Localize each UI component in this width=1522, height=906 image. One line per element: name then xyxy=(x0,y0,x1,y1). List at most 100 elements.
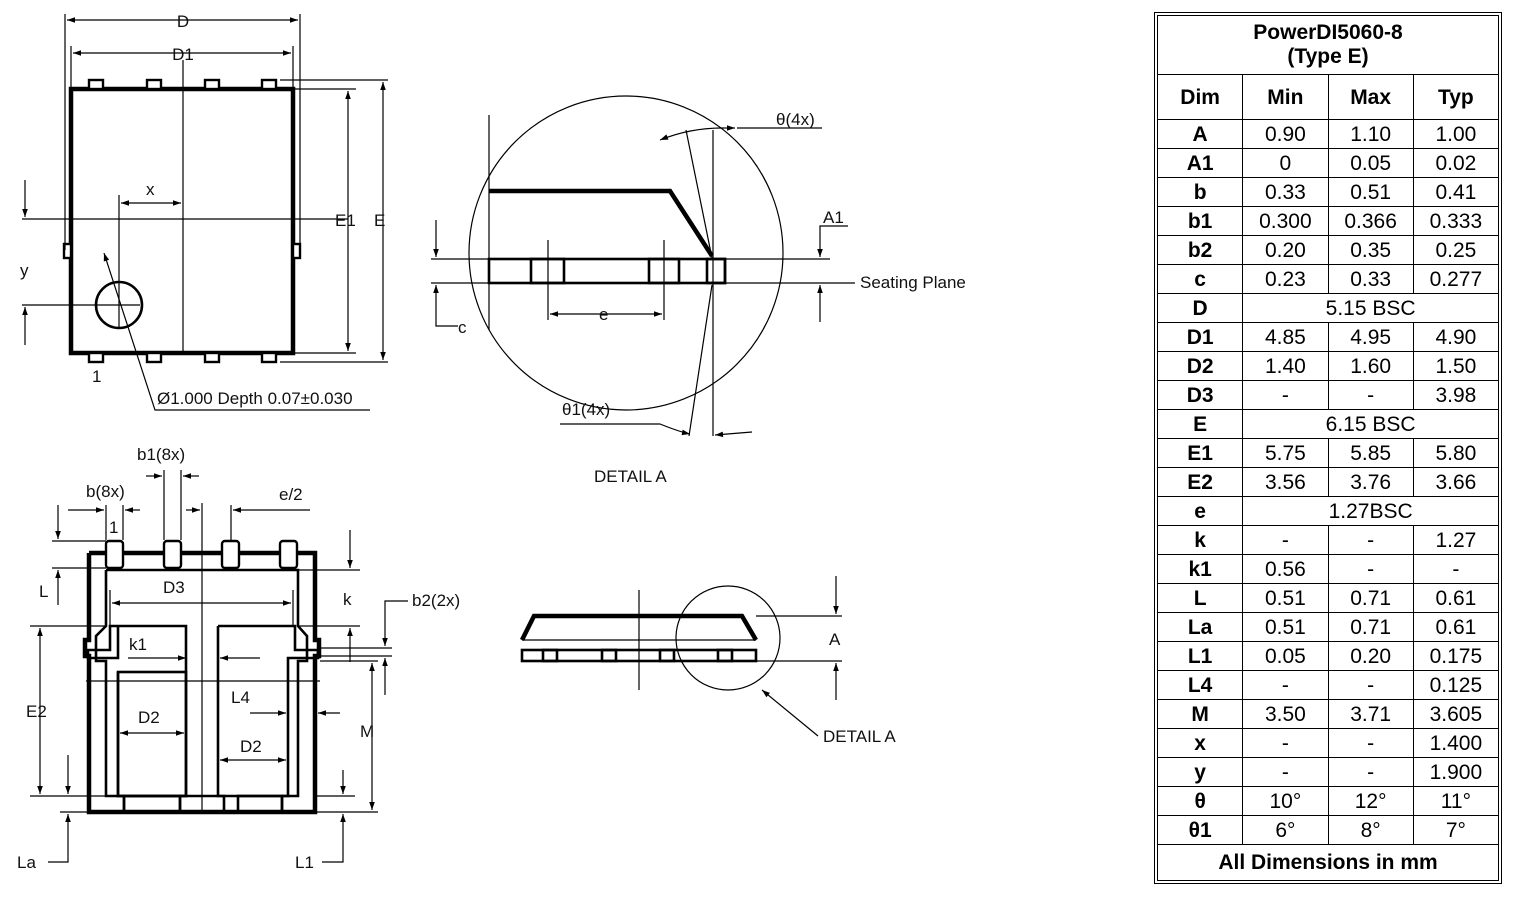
cell-max: 1.60 xyxy=(1327,351,1414,381)
cell-max: - xyxy=(1327,670,1414,700)
label-seating-plane: Seating Plane xyxy=(860,273,966,292)
cell-typ: 0.02 xyxy=(1412,148,1500,178)
label-e-half: e/2 xyxy=(279,485,303,504)
cell-min: 1.40 xyxy=(1242,351,1329,381)
table-footer-row: All Dimensions in mm xyxy=(1157,844,1499,881)
cell-min: 0.05 xyxy=(1242,641,1329,671)
label-D1: D1 xyxy=(172,45,194,64)
package-drawing: D D1 E1 E x y 1 Ø1.000 Depth 0.07±0.030 xyxy=(17,12,966,872)
side-view: A DETAIL A xyxy=(519,576,896,746)
cell-dim: k1 xyxy=(1156,554,1244,584)
cell-max: 12° xyxy=(1327,786,1414,816)
dimension-table: PowerDI5060-8 (Type E) Dim Min Max Typ A… xyxy=(1154,12,1502,884)
cell-bsc: 1.27BSC xyxy=(1242,496,1499,526)
cell-typ: 5.80 xyxy=(1412,438,1500,468)
cell-dim: D2 xyxy=(1156,351,1244,381)
label-k1: k1 xyxy=(129,635,147,654)
cell-min: 0.51 xyxy=(1242,612,1329,642)
label-L1: L1 xyxy=(295,853,314,872)
label-theta1: θ1(4x) xyxy=(562,400,610,419)
cell-min: 4.85 xyxy=(1242,322,1329,352)
cell-typ: 1.00 xyxy=(1412,119,1500,149)
cell-typ: 0.333 xyxy=(1412,206,1500,236)
cell-typ: 0.61 xyxy=(1412,612,1500,642)
cell-dim: k xyxy=(1156,525,1244,555)
cell-max: 0.33 xyxy=(1327,264,1414,294)
cell-dim: L xyxy=(1156,583,1244,613)
cell-dim: D3 xyxy=(1156,380,1244,410)
cell-min: - xyxy=(1242,757,1329,787)
cell-min: 10° xyxy=(1242,786,1329,816)
cell-max: - xyxy=(1327,554,1414,584)
cell-dim: b1 xyxy=(1156,206,1244,236)
header-min: Min xyxy=(1242,74,1329,120)
cell-dim: E1 xyxy=(1156,438,1244,468)
cell-max: 0.20 xyxy=(1327,641,1414,671)
cell-typ: 0.61 xyxy=(1412,583,1500,613)
label-E2: E2 xyxy=(26,702,47,721)
cell-max: - xyxy=(1327,728,1414,758)
side-detail-label: DETAIL A xyxy=(823,727,896,746)
table-title-line2: (Type E) xyxy=(1287,45,1369,68)
label-pin1: 1 xyxy=(92,367,101,386)
cell-max: 4.95 xyxy=(1327,322,1414,352)
cell-min: 0.51 xyxy=(1242,583,1329,613)
cell-dim: θ xyxy=(1156,786,1244,816)
cell-min: 3.50 xyxy=(1242,699,1329,729)
cell-dim: y xyxy=(1156,757,1244,787)
cell-typ: 3.98 xyxy=(1412,380,1500,410)
label-y: y xyxy=(20,261,29,280)
label-D: D xyxy=(177,12,189,31)
cell-max: 3.71 xyxy=(1327,699,1414,729)
cell-dim: M xyxy=(1156,699,1244,729)
table-row: y--1.900 xyxy=(1156,757,1500,787)
cell-dim: L1 xyxy=(1156,641,1244,671)
label-c: c xyxy=(458,318,467,337)
table-row: k--1.27 xyxy=(1156,525,1500,555)
cell-max: 0.35 xyxy=(1327,235,1414,265)
cell-max: 0.366 xyxy=(1327,206,1414,236)
cell-max: - xyxy=(1327,525,1414,555)
label-bottom-pin1: 1 xyxy=(109,518,118,537)
cell-dim: D1 xyxy=(1156,322,1244,352)
label-b2: b2(2x) xyxy=(412,591,460,610)
label-e: e xyxy=(599,305,608,324)
cell-typ: 0.125 xyxy=(1412,670,1500,700)
top-view: D D1 E1 E x y 1 Ø1.000 Depth 0.07±0.030 xyxy=(20,12,388,411)
bottom-view: b1(8x) b(8x) 1 e/2 L D3 k b2(2x) k1 E2 D… xyxy=(17,445,460,872)
cell-typ: 3.605 xyxy=(1412,699,1500,729)
header-max: Max xyxy=(1327,74,1414,120)
cell-min: 0 xyxy=(1242,148,1329,178)
header-dim: Dim xyxy=(1156,74,1244,120)
label-L: L xyxy=(39,582,48,601)
label-k: k xyxy=(343,590,352,609)
cell-dim: b xyxy=(1156,177,1244,207)
label-E: E xyxy=(374,211,385,230)
cell-dim: L4 xyxy=(1156,670,1244,700)
cell-min: 3.56 xyxy=(1242,467,1329,497)
detail-a-view: θ(4x) A1 Seating Plane e c θ1(4x) DETAIL… xyxy=(431,95,966,486)
cell-max: - xyxy=(1327,757,1414,787)
cell-min: - xyxy=(1242,670,1329,700)
cell-typ: 1.400 xyxy=(1412,728,1500,758)
cell-typ: - xyxy=(1412,554,1500,584)
cell-typ: 0.41 xyxy=(1412,177,1500,207)
label-A: A xyxy=(829,630,841,649)
header-typ: Typ xyxy=(1412,74,1500,120)
cell-typ: 1.27 xyxy=(1412,525,1500,555)
label-D2-left: D2 xyxy=(138,708,160,727)
table-title: PowerDI5060-8 (Type E) xyxy=(1157,15,1499,75)
cell-typ: 0.25 xyxy=(1412,235,1500,265)
cell-typ: 4.90 xyxy=(1412,322,1500,352)
label-E1: E1 xyxy=(335,211,356,230)
cell-min: 0.300 xyxy=(1242,206,1329,236)
cell-max: 1.10 xyxy=(1327,119,1414,149)
